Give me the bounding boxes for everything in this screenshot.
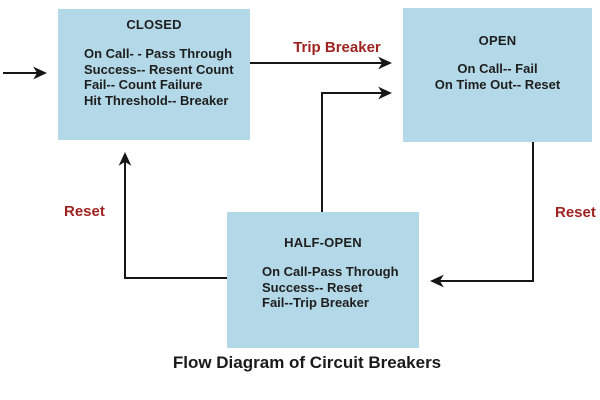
state-rules-half-open: On Call-Pass Through Success-- Reset Fai… — [227, 264, 419, 311]
arrow-halfopen-to-open — [321, 86, 393, 212]
rule-line: On Time Out-- Reset — [434, 76, 561, 92]
arrow-halfopen-to-closed — [118, 151, 227, 279]
arrow-open-to-halfopen — [429, 142, 534, 288]
rule-line: On Call- - Pass Through — [84, 46, 233, 61]
transition-label-reset-left: Reset — [64, 203, 105, 220]
state-title-open: OPEN — [478, 33, 517, 48]
rule-line: Fail--Trip Breaker — [262, 295, 369, 310]
rule-line: Success-- Resent Count — [84, 61, 234, 77]
state-box-closed: CLOSED On Call- - Pass Through Success--… — [58, 9, 250, 140]
rule-line: Success-- Reset — [262, 279, 363, 295]
state-rules-closed: On Call- - Pass Through Success-- Resent… — [58, 46, 250, 108]
state-title-closed: CLOSED — [126, 17, 182, 32]
rule-line: Hit Threshold-- Breaker — [84, 92, 229, 108]
transition-label-reset-right: Reset — [555, 204, 596, 221]
diagram-title: Flow Diagram of Circuit Breakers — [172, 353, 442, 372]
transition-label-trip-breaker: Trip Breaker — [293, 39, 381, 56]
rule-line: On Call-Pass Through — [262, 264, 399, 279]
state-box-half-open: HALF-OPEN On Call-Pass Through Success--… — [227, 212, 419, 348]
rule-line: Fail-- Count Failure — [84, 77, 203, 92]
rule-line: On Call-- Fail — [457, 61, 538, 76]
state-box-open: OPEN On Call-- Fail On Time Out-- Reset — [403, 8, 592, 142]
state-title-half-open: HALF-OPEN — [284, 235, 362, 250]
state-rules-open: On Call-- Fail On Time Out-- Reset — [403, 61, 592, 92]
